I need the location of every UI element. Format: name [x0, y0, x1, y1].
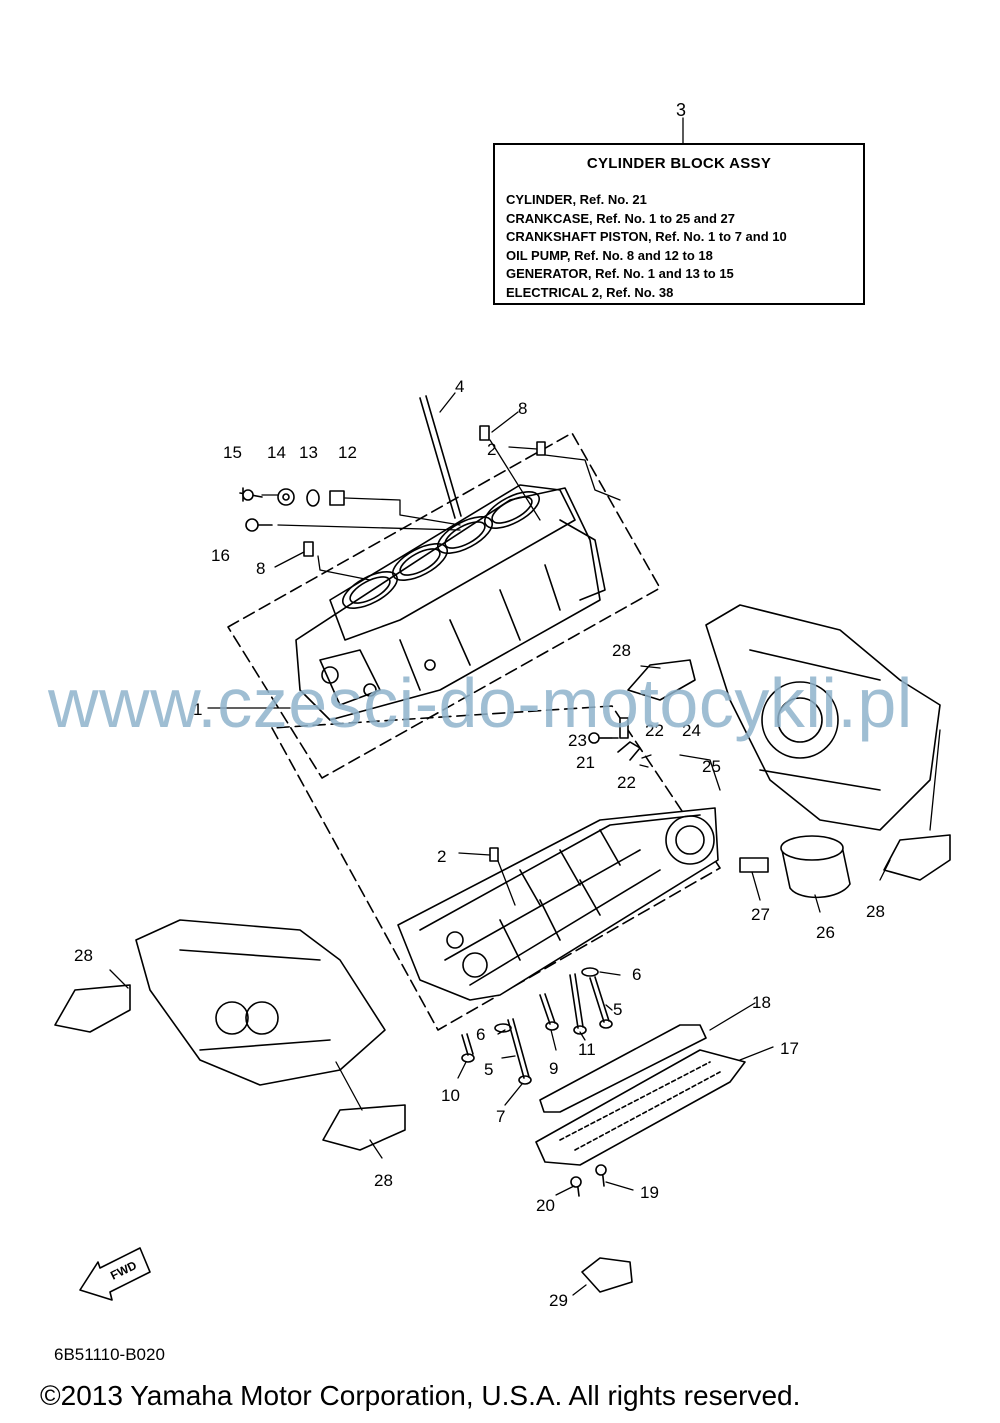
callout-12: 12 — [338, 443, 357, 462]
diagram-code: 6B51110-B020 — [54, 1345, 165, 1364]
crankcase-cover-left — [135, 919, 386, 1086]
callout-28: 28 — [374, 1171, 393, 1190]
bolt-16 — [245, 518, 273, 532]
callout-18: 18 — [752, 993, 771, 1012]
crankcase-bolts — [461, 973, 613, 1085]
callout-23: 23 — [568, 731, 587, 750]
callout-5: 5 — [484, 1060, 493, 1079]
oil-pan-gasket — [539, 1024, 707, 1113]
dowel-pin-top — [479, 425, 490, 441]
callout-1: 1 — [193, 700, 202, 719]
assembly-line: ELECTRICAL 2, Ref. No. 38 — [506, 284, 674, 300]
callout-19: 19 — [640, 1183, 659, 1202]
callout-16: 16 — [211, 546, 230, 565]
plug-12 — [329, 490, 345, 506]
callout-27: 27 — [751, 905, 770, 924]
leader-lines — [109, 117, 941, 1296]
assembly-ref-number: 3 — [676, 100, 687, 120]
callout-2: 2 — [437, 847, 446, 866]
bolt-15 — [239, 487, 263, 502]
callout-6: 6 — [632, 965, 641, 984]
callout-28: 28 — [866, 902, 885, 921]
assembly-title: CYLINDER BLOCK ASSY — [586, 155, 772, 172]
callout-22: 22 — [617, 773, 636, 792]
assembly-ref-list: CYLINDER, Ref. No. 21 CRANKCASE, Ref. No… — [506, 191, 787, 302]
callout-25: 25 — [702, 757, 721, 776]
forward-arrow-icon — [79, 1247, 151, 1301]
bolt-19 — [595, 1164, 607, 1187]
assembly-line: GENERATOR, Ref. No. 1 and 13 to 15 — [506, 266, 734, 281]
dowel-pin-left — [303, 541, 314, 557]
engine-mount-right — [883, 834, 951, 881]
callout-15: 15 — [223, 443, 242, 462]
engine-mount-lower — [322, 1104, 406, 1151]
callout-28: 28 — [612, 641, 631, 660]
callout-22: 22 — [645, 721, 664, 740]
washer-14 — [277, 488, 295, 506]
washer-6-lower — [494, 1023, 512, 1033]
assembly-info-box: CYLINDER BLOCK ASSY CYLINDER, Ref. No. 2… — [493, 143, 865, 305]
generator-cover-right — [705, 604, 941, 831]
o-ring-13 — [306, 489, 320, 507]
crankcase-group-outline — [271, 705, 721, 1031]
engine-mount-left — [54, 984, 131, 1033]
callout-2: 2 — [487, 440, 496, 459]
callout-11: 11 — [578, 1040, 596, 1059]
assembly-line: OIL PUMP, Ref. No. 8 and 12 to 18 — [506, 247, 713, 263]
callout-9: 9 — [549, 1059, 558, 1078]
callout-20: 20 — [536, 1196, 555, 1215]
dowel-pin-2a — [536, 441, 546, 456]
callout-28: 28 — [74, 946, 93, 965]
oil-pressure-switch — [739, 857, 769, 873]
callout-21: 21 — [576, 753, 595, 772]
callout-26: 26 — [816, 923, 835, 942]
oil-filter — [780, 835, 851, 899]
callout-6: 6 — [476, 1025, 485, 1044]
assembly-line: CYLINDER, Ref. No. 21 — [506, 192, 647, 207]
callout-10: 10 — [441, 1086, 460, 1105]
copyright-notice: ©2013 Yamaha Motor Corporation, U.S.A. A… — [40, 1380, 801, 1411]
engine-mount-upper — [627, 659, 696, 701]
part-29 — [581, 1257, 633, 1293]
callout-5: 5 — [613, 1000, 622, 1019]
oil-pipe — [617, 717, 641, 761]
callout-7: 7 — [496, 1107, 505, 1126]
dowel-pin-2b — [489, 847, 499, 862]
callout-29: 29 — [549, 1291, 568, 1310]
callout-8: 8 — [256, 559, 265, 578]
callout-24: 24 — [682, 721, 701, 740]
callout-4: 4 — [455, 377, 464, 396]
crankcase — [397, 807, 719, 1001]
callout-14: 14 — [267, 443, 286, 462]
washer-6-upper — [581, 967, 599, 977]
callout-17: 17 — [780, 1039, 799, 1058]
callout-8: 8 — [518, 399, 527, 418]
cylinder-group-outline — [227, 432, 661, 779]
stud-bolt — [419, 395, 462, 519]
oil-pan — [535, 1049, 746, 1166]
callout-13: 13 — [299, 443, 318, 462]
bolt-20 — [570, 1176, 582, 1197]
cylinder-block — [295, 484, 606, 721]
assembly-line: CRANKSHAFT PISTON, Ref. No. 1 to 7 and 1… — [506, 229, 787, 244]
assembly-line: CRANKCASE, Ref. No. 1 to 25 and 27 — [506, 210, 735, 226]
